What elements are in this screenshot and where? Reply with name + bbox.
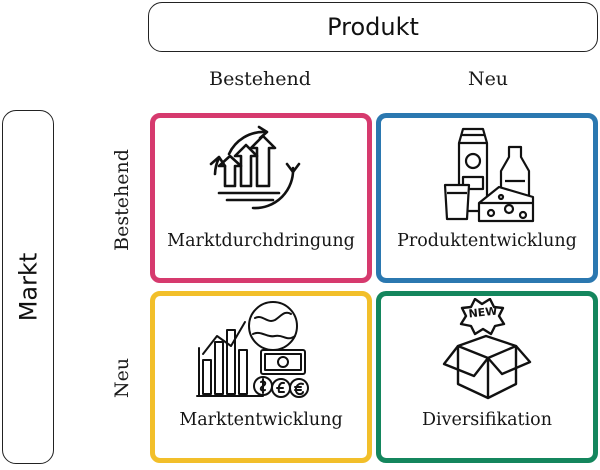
row-header-new-label: Neu: [110, 357, 133, 399]
global-market-money-icon: [193, 300, 317, 400]
diversification-label: Diversifikation: [422, 410, 552, 430]
quadrant-market-development: Marktentwicklung: [150, 291, 372, 463]
product-development-label: Produktentwicklung: [397, 231, 577, 251]
product-axis-header: Produkt: [148, 2, 598, 52]
row-header-existing-label: Bestehend: [111, 149, 133, 251]
quadrant-market-penetration: Marktdurchdringung: [150, 113, 372, 283]
market-penetration-label: Marktdurchdringung: [167, 231, 355, 251]
column-header-new: Neu: [467, 68, 509, 90]
quadrant-diversification: NEW Diversifikation: [376, 291, 598, 463]
growth-chart-cycle-icon: [203, 124, 319, 216]
new-product-box-icon: NEW: [436, 298, 536, 402]
market-development-label: Marktentwicklung: [179, 410, 343, 430]
market-axis-label: Markt: [14, 252, 42, 322]
column-header-existing: Bestehend: [209, 68, 311, 90]
grocery-products-icon: [443, 123, 543, 223]
product-axis-label: Produkt: [327, 13, 419, 41]
quadrant-product-development: Produktentwicklung: [376, 113, 598, 283]
row-header-existing: Bestehend: [100, 115, 144, 285]
row-header-new: Neu: [100, 293, 144, 463]
market-axis-header: Markt: [2, 110, 54, 464]
